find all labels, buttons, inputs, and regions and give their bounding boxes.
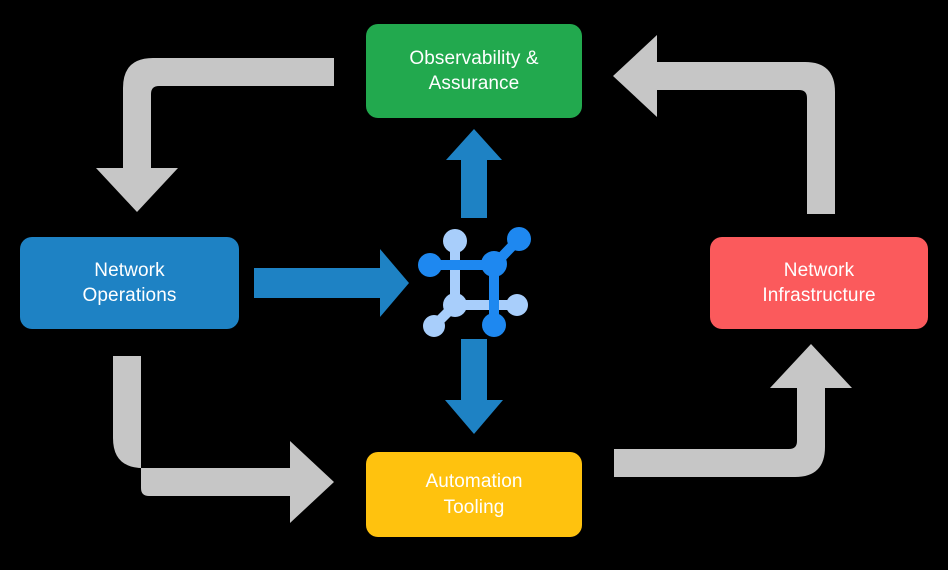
arrow-automation-to-infrastructure xyxy=(614,344,852,477)
node-label-infrastructure: Network Infrastructure xyxy=(762,259,876,306)
arrow-observability-to-operations xyxy=(96,58,334,212)
arrow-center-to-automation xyxy=(445,339,503,434)
arrow-operations-to-center xyxy=(254,249,409,317)
node-box-infrastructure[interactable]: Network Infrastructure xyxy=(710,237,928,329)
node-box-operations[interactable]: Network Operations xyxy=(20,237,239,329)
arrow-center-to-observability xyxy=(446,129,502,218)
arrow-operations-to-automation xyxy=(113,356,334,523)
node-label-automation: Automation Tooling xyxy=(425,471,523,518)
arrow-infrastructure-to-observability xyxy=(613,35,835,214)
node-box-observability[interactable]: Observability & Assurance xyxy=(366,24,582,118)
node-label-operations: Network Operations xyxy=(82,259,177,306)
network-topology-icon xyxy=(418,227,531,337)
node-label-observability: Observability & Assurance xyxy=(409,47,539,94)
node-box-automation[interactable]: Automation Tooling xyxy=(366,452,582,537)
